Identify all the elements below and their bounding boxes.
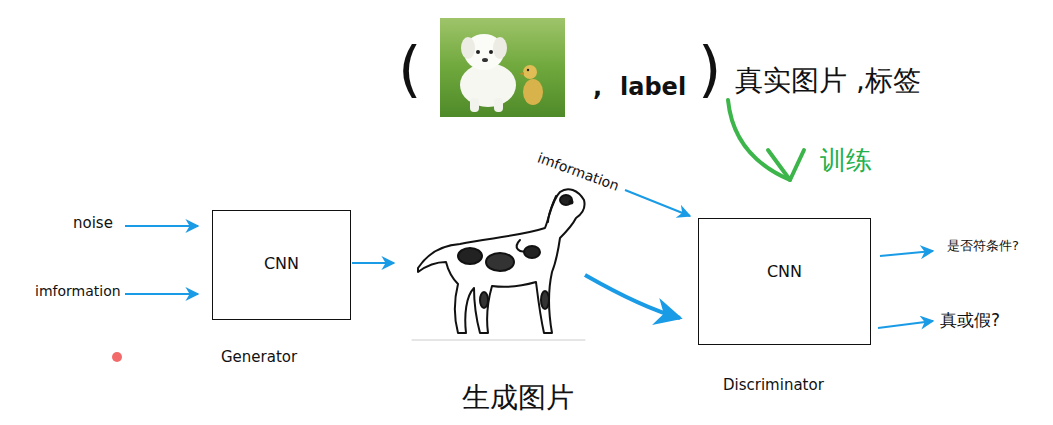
bracket: ( <box>398 36 421 102</box>
input-label: imformation <box>535 150 621 194</box>
heading-text: 真实图片 ,标签 <box>735 66 921 97</box>
discriminator-box: CNNDiscriminator <box>698 218 871 345</box>
cursor-dot <box>112 352 122 362</box>
box-text: CNN <box>213 254 350 273</box>
box-caption: Generator <box>221 348 297 366</box>
input-label: imformation <box>35 284 121 299</box>
label-text: label <box>620 74 686 100</box>
bracket: ) <box>698 36 721 102</box>
real-photo <box>440 18 565 117</box>
image-caption: 生成图片 <box>462 383 574 414</box>
generator-box: CNNGenerator <box>212 210 351 320</box>
output-label: 真或假? <box>940 311 1000 330</box>
punctuation: , <box>593 74 602 100</box>
box-caption: Discriminator <box>723 376 824 394</box>
box-text: CNN <box>699 262 870 281</box>
generated-dog <box>412 189 585 340</box>
training-arrow <box>728 100 804 180</box>
input-label: noise <box>73 215 113 232</box>
output-label: 是否符条件? <box>947 239 1019 253</box>
generated-image-arrow <box>585 275 680 318</box>
training-label: 训练 <box>820 146 872 175</box>
